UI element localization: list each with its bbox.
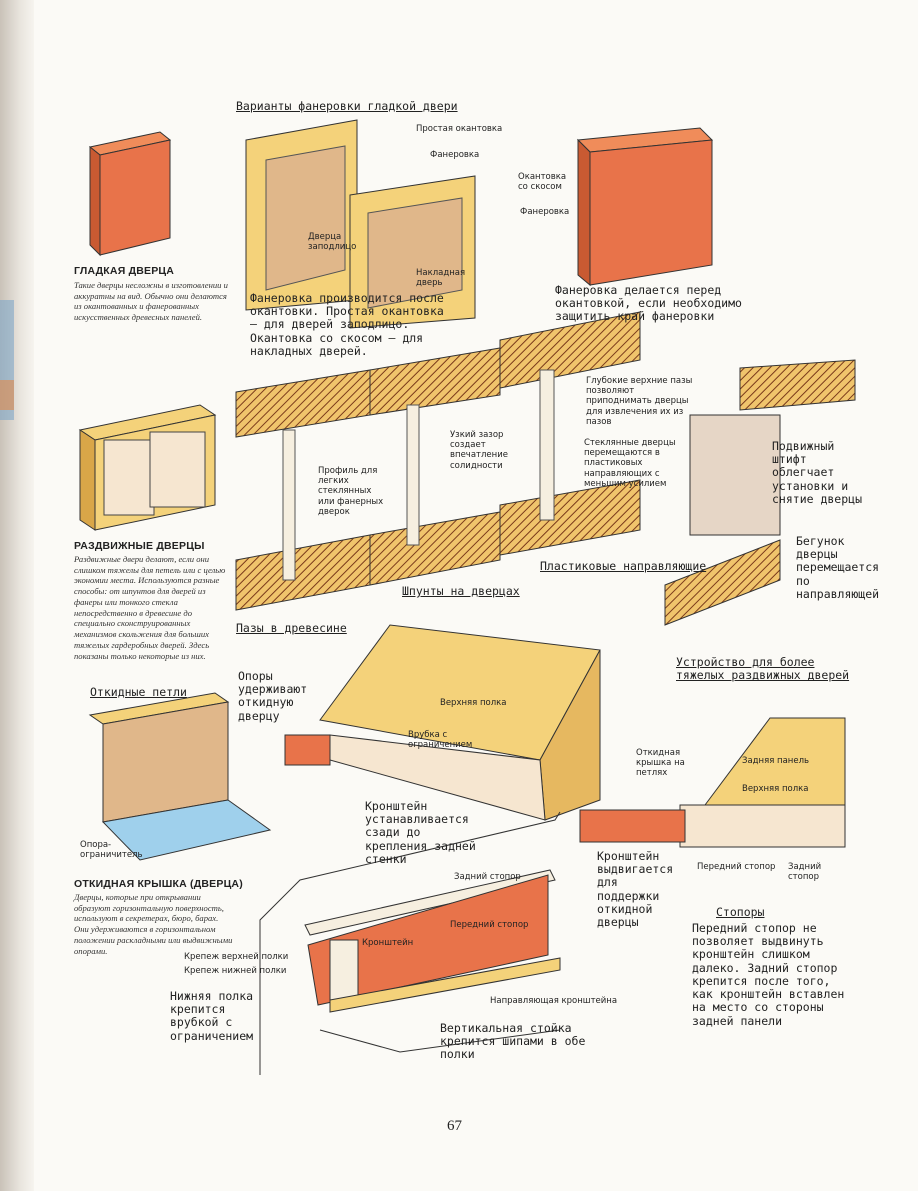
label-bracket: Кронштейн xyxy=(362,938,414,948)
label-top-shelf-2: Верхняя полка xyxy=(742,784,809,794)
label-stops: Стопоры xyxy=(716,905,765,919)
heavy-door-mechanism xyxy=(664,359,856,626)
label-bottom-shelf: Нижняя полка крепится врубкой с ограниче… xyxy=(170,989,254,1043)
label-grooves-wood: Пазы в древесине xyxy=(236,621,347,635)
veneer-variant-3 xyxy=(576,127,714,287)
label-supports: Опоры удерживают откидную дверцу xyxy=(238,669,308,723)
label-hinges: Откидные петли xyxy=(90,685,187,699)
label-front-stop: Передний стопор xyxy=(697,862,776,872)
label-splines: Шпунты на дверцах xyxy=(402,584,520,598)
label-simple-edging: Простая окантовка xyxy=(416,124,503,134)
label-bevel-edging: Окантовка со скосом xyxy=(518,172,567,193)
label-bracket-guide: Направляющая кронштейна xyxy=(490,996,618,1006)
sliding-cabinet-drawing xyxy=(78,404,217,531)
groove-profile-splines xyxy=(369,347,501,586)
flap-text: Дверцы, которые при открывании образуют … xyxy=(74,892,233,956)
label-overlay-door: Накладная дверь xyxy=(416,268,466,289)
flap-cabinet-drawing xyxy=(88,692,272,861)
veneer-variant-2 xyxy=(349,175,476,329)
veneer-variants-title: Варианты фанеровки гладкой двери xyxy=(236,99,458,113)
book-spine-edge xyxy=(0,0,34,1191)
sliding-doors-text: Раздвижные двери делают, если они слишко… xyxy=(74,554,226,661)
label-door-flush: Дверца заподлицо xyxy=(308,232,357,253)
sliding-doors-title: РАЗДВИЖНЫЕ ДВЕРЦЫ xyxy=(74,540,205,552)
label-rear-stop: Задний стопор xyxy=(788,862,822,883)
label-bracket-extends: Кронштейн выдвигается для поддержки отки… xyxy=(597,849,674,930)
label-top-fix: Крепеж верхней полки xyxy=(184,952,289,962)
label-profile: Профиль для легких стеклянных или фанерн… xyxy=(318,466,384,517)
label-glass-doors: Стеклянные дверцы перемещаются в пластик… xyxy=(584,438,676,489)
veneer-variant-1 xyxy=(245,119,358,311)
label-pin: Подвижный штифт облегчает установки и сн… xyxy=(772,439,863,506)
flush-door-title: ГЛАДКАЯ ДВЕРЦА xyxy=(74,265,175,277)
label-top-shelf: Верхняя полка xyxy=(440,698,507,708)
label-vertical-post: Вертикальная стойка крепится шипами в об… xyxy=(440,1021,586,1062)
label-plastic-guides: Пластиковые направляющие xyxy=(540,559,707,573)
label-support-limiter: Опора-ограничитель xyxy=(80,840,143,861)
page-number: 67 xyxy=(447,1118,462,1134)
bracket-detail-drawing xyxy=(259,811,561,1075)
label-flap-on-hinges: Откидная крышка на петлях xyxy=(636,748,685,779)
label-notch: Врубка с ограничением xyxy=(408,730,473,751)
flush-door-text: Такие дверцы несложны в изготовлении и а… xyxy=(74,280,228,323)
label-rear-stop-2: Задний стопор xyxy=(454,872,521,882)
label-veneering-2: Фанеровка xyxy=(520,207,570,217)
label-veneering-1: Фанеровка xyxy=(430,150,480,160)
label-veneer-after: Фанеровка производится после окантовки. … xyxy=(250,291,444,358)
groove-profile-wood xyxy=(235,369,371,611)
secretary-drawing xyxy=(284,624,601,821)
label-stops-text: Передний стопор не позволяет выдвинуть к… xyxy=(692,921,845,1028)
label-front-stop-2: Передний стопор xyxy=(450,920,529,930)
label-runner: Бегунок дверцы перемещается по направляю… xyxy=(796,534,880,601)
label-narrow-gap: Узкий зазор создает впечатление солиднос… xyxy=(450,430,508,471)
label-heavy-doors: Устройство для более тяжелых раздвижных … xyxy=(676,655,850,683)
groove-profile-plastic xyxy=(499,311,641,556)
label-bracket-back: Кронштейн устанавливается сзади до крепл… xyxy=(365,799,476,866)
label-bottom-fix: Крепеж нижней полки xyxy=(184,966,287,976)
flush-door-drawing xyxy=(88,131,172,257)
flap-title: ОТКИДНАЯ КРЫШКА (ДВЕРЦА) xyxy=(74,878,243,890)
label-veneer-before: Фанеровка делается перед окантовкой, есл… xyxy=(555,283,742,324)
label-deep-grooves: Глубокие верхние пазы позволяют приподни… xyxy=(586,376,693,427)
side-section-drawing xyxy=(579,717,846,848)
label-back-panel: Задняя панель xyxy=(742,756,810,766)
